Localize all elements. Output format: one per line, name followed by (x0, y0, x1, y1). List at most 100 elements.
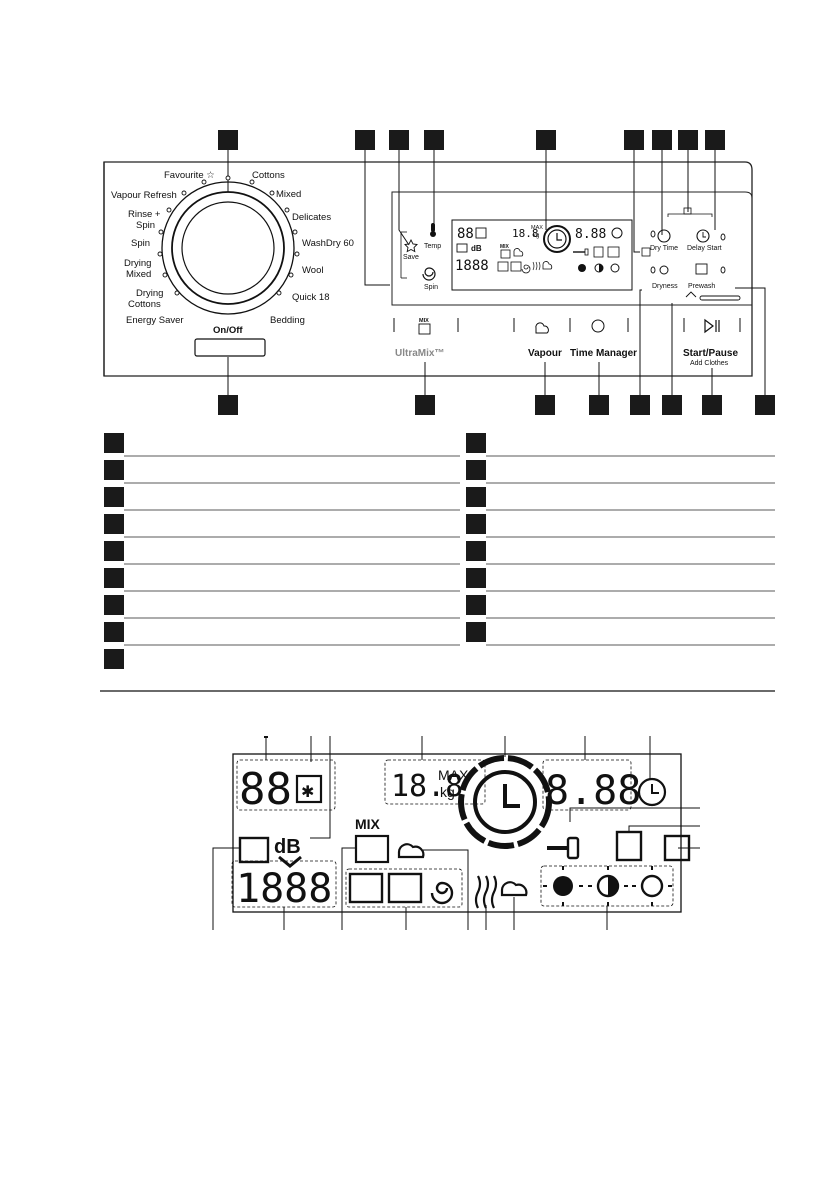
svg-text:88: 88 (457, 226, 474, 242)
display-bottom-leaders (212, 847, 608, 930)
legend-table (104, 433, 775, 669)
spin-label: Spin (424, 284, 438, 291)
svg-text:MAX: MAX (531, 225, 543, 231)
spin-spiral-icon (422, 267, 436, 281)
dial-indicator-dots (157, 175, 300, 296)
callout-12 (535, 395, 555, 415)
bottom-callouts (218, 395, 775, 415)
thermometer-icon (431, 223, 435, 232)
spin-option-button[interactable]: Spin (422, 267, 438, 291)
label-drying-mixed-2: Mixed (126, 269, 151, 280)
enlarged-display: 88 ✱ 18.8 MAX kg 8.88 dB 1888 MIX (212, 736, 700, 930)
label-drying-cottons-2: Cottons (128, 299, 161, 310)
delay-start-label: Delay Start (687, 245, 722, 252)
ultramix-icon (418, 323, 431, 335)
vapour-button[interactable]: Vapour (528, 322, 562, 359)
svg-text:✱: ✱ (301, 782, 314, 801)
db-label: dB (274, 836, 301, 858)
star-icon (404, 238, 418, 253)
dry-time-icon (657, 229, 671, 243)
time-manager-label: Time Manager (570, 348, 637, 359)
dryness-button[interactable]: Dryness (652, 265, 678, 290)
callout-16 (702, 395, 722, 415)
ultramix-button[interactable]: MIX UltraMix™ (395, 318, 444, 359)
kg-label: kg (440, 784, 455, 800)
save-label: Save (403, 254, 419, 261)
ultramix-display-icon (354, 834, 390, 864)
vapour-label: Vapour (528, 348, 562, 359)
dryness-label: Dryness (652, 283, 678, 290)
add-clothes-label: Add Clothes (690, 360, 729, 367)
clock-icon (473, 770, 537, 834)
prewash-button[interactable]: Prewash (688, 263, 715, 290)
time-digits: 8.88 (545, 768, 641, 814)
label-rinse-spin-1: Rinse + (128, 209, 161, 220)
callout-15 (662, 395, 682, 415)
label-vapour-refresh: Vapour Refresh (111, 190, 177, 201)
callout-5 (536, 130, 556, 150)
panel-lcd-display: 88 18.8 MAX kg 8.88 dB 1888 MIX (451, 219, 633, 291)
label-spin-programme: Spin (131, 238, 150, 249)
delay-start-button[interactable]: Delay Start (687, 229, 722, 252)
vapour-display-icon (397, 843, 425, 859)
display-frame (232, 753, 682, 913)
svg-text:dB: dB (471, 244, 482, 253)
drum-icon (238, 836, 270, 864)
programme-dial[interactable] (157, 175, 300, 315)
callout-6 (624, 130, 644, 150)
top-callouts (218, 130, 725, 150)
start-pause-button[interactable]: Start/Pause Add Clothes (683, 318, 738, 367)
legend-left-column (104, 433, 124, 669)
iron-dry-icon (640, 874, 664, 898)
dry-time-label: Dry Time (650, 245, 678, 252)
callout-14 (630, 395, 650, 415)
dry-time-button[interactable]: Dry Time (650, 229, 678, 252)
ultramix-label: UltraMix™ (395, 348, 444, 359)
legend-row-lines (124, 455, 775, 646)
bottom-leader-lines (227, 287, 766, 395)
child-lock-indicator-icon (641, 247, 651, 257)
drying-heat-icon (474, 875, 498, 909)
label-drying-cottons-1: Drying (136, 288, 163, 299)
label-washdry60: WashDry 60 (302, 238, 354, 249)
programme-labels: Favourite ☆ Cottons Mixed Delicates Wash… (111, 170, 354, 326)
label-bedding: Bedding (270, 315, 305, 326)
temp-option-button[interactable]: Temp (424, 223, 441, 250)
save-option-button[interactable]: Save (403, 238, 419, 261)
sun-icon (659, 265, 669, 275)
delay-start-clock-icon (637, 777, 667, 807)
callout-7 (652, 130, 672, 150)
legend-right-column (466, 433, 486, 642)
callout-9 (705, 130, 725, 150)
svg-text:kg: kg (533, 233, 539, 239)
vapour-cloud-icon (535, 322, 549, 334)
callout-11 (415, 395, 435, 415)
child-lock-hint (685, 291, 741, 301)
on-off-button[interactable] (194, 338, 266, 357)
max-label: MAX (438, 767, 469, 783)
steam-display-icon (500, 881, 528, 897)
play-pause-icon (704, 318, 714, 334)
svg-text:MIX: MIX (419, 318, 429, 324)
prewash-label: Prewash (688, 283, 715, 290)
top-leader-lines (227, 150, 716, 286)
callout-17 (755, 395, 775, 415)
add-clothes-icon (663, 834, 691, 862)
cold-wash-icon (295, 774, 323, 804)
label-wool: Wool (302, 265, 323, 276)
label-energy-saver: Energy Saver (126, 315, 184, 326)
panel-outline (103, 161, 753, 377)
display-top-leaders (265, 736, 700, 849)
button-strip-dividers (393, 318, 741, 332)
prewash-display-icon (348, 872, 384, 904)
time-manager-button[interactable]: Time Manager (570, 319, 637, 359)
callout-8 (678, 130, 698, 150)
svg-text:8.88: 8.88 (575, 227, 606, 242)
spin-display-icon (430, 881, 454, 905)
label-mixed: Mixed (276, 189, 301, 200)
on-off-label: On/Off (213, 325, 243, 336)
svg-text:MIX: MIX (500, 244, 510, 250)
spin-speed-digits: 1888 (236, 866, 332, 912)
label-rinse-spin-2: Spin (136, 220, 155, 231)
label-cottons: Cottons (252, 170, 285, 181)
